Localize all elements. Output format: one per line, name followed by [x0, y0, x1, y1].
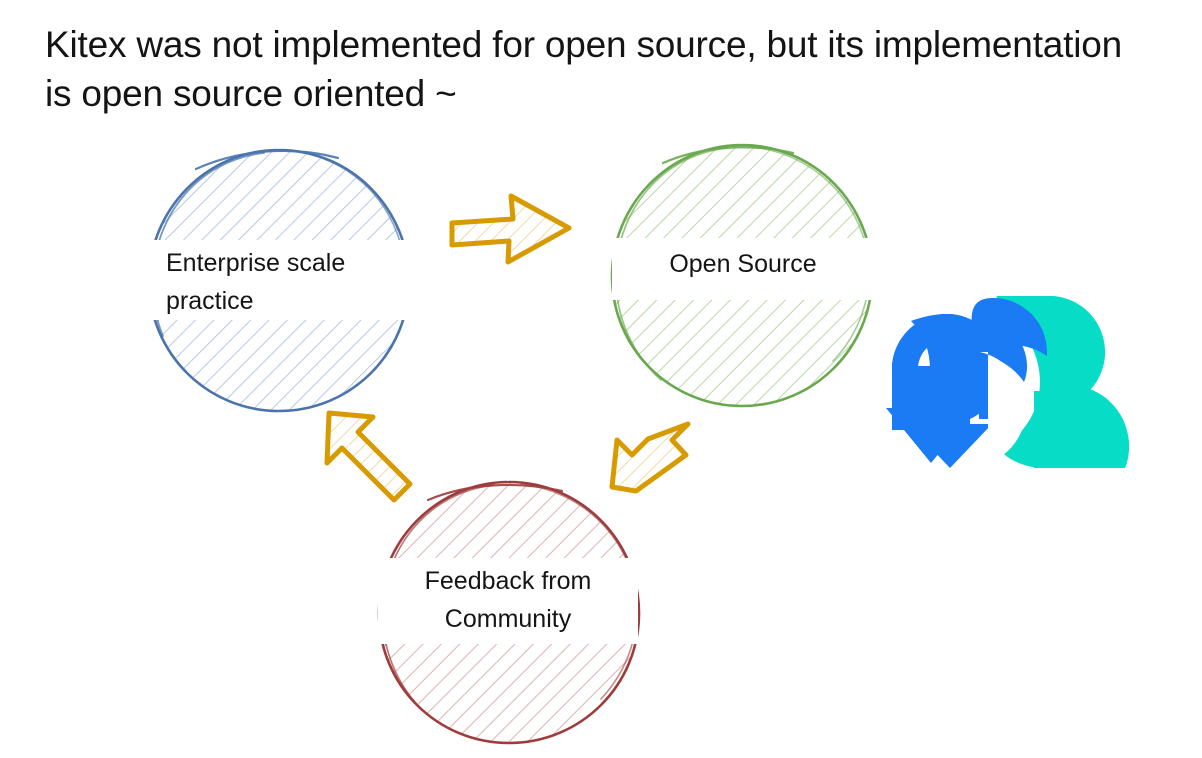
circle-label-feedback-from-community: Feedback from Community [378, 558, 638, 644]
blue-arrow-shape [886, 298, 1047, 468]
cloud-arrow-logo [884, 288, 1136, 468]
circle-label-open-source: Open Source [612, 238, 874, 300]
logo-negative-space [980, 352, 1026, 464]
circle-label-enterprise-scale-practice: Enterprise scale practice [140, 240, 420, 320]
arrow-enterprise-to-opensource [449, 193, 572, 265]
arrow-opensource-to-community [609, 421, 691, 494]
page-title: Kitex was not implemented for open sourc… [45, 24, 1133, 115]
arrow-community-to-enterprise [324, 410, 413, 503]
